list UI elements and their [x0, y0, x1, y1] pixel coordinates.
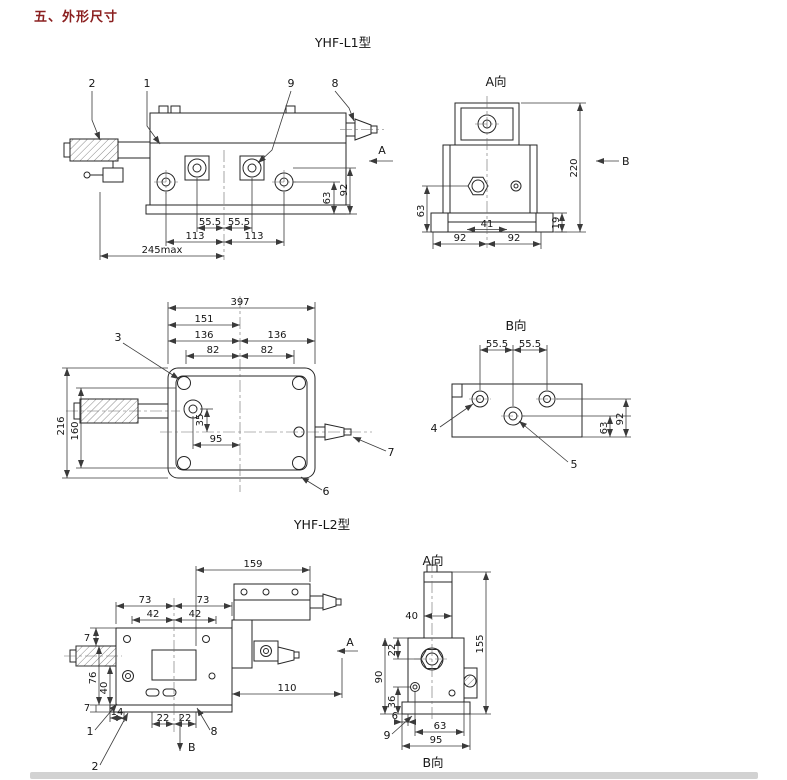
l2-section-title: YHF-L2型: [293, 517, 350, 532]
l2-view-b-title: B向: [422, 755, 443, 770]
l1-view-a: A向 220 B 63: [416, 74, 630, 249]
dim-55-5-d: 55.5: [519, 339, 541, 350]
dim-55-5-b: 55.5: [228, 217, 250, 228]
part-label-2-l2: 2: [92, 760, 99, 773]
dim-55-5-c: 55.5: [486, 339, 508, 350]
l2-view-a: A向 40 22 90 36: [374, 553, 491, 770]
part-label-8-l2: 8: [211, 725, 218, 738]
l2-view-a-title: A向: [422, 553, 443, 568]
part-label-4: 4: [431, 422, 438, 435]
part-label-1-l2: 1: [87, 725, 94, 738]
dim-220: 220: [569, 158, 580, 177]
part-label-3: 3: [115, 331, 122, 344]
l1-plan-view: 397 151 136 136 82 82 216 160 35 95: [56, 296, 395, 498]
dim-55-5-a: 55.5: [199, 217, 221, 228]
dim-92-c: 92: [615, 413, 626, 426]
part-label-9: 9: [288, 77, 295, 90]
dim-159: 159: [243, 559, 262, 570]
dim-63-view: 63: [434, 721, 447, 732]
dim-7-a: 7: [84, 633, 90, 644]
table-edge: [30, 772, 758, 779]
l1-front-view: 2 1 9 8 A 63 92 55.5: [63, 77, 393, 260]
dim-35: 35: [195, 414, 206, 427]
dim-216: 216: [56, 416, 67, 435]
dim-82-b: 82: [261, 345, 274, 356]
l1-view-a-title: A向: [485, 74, 506, 89]
dim-95-view: 95: [430, 735, 443, 746]
dim-113-b: 113: [244, 231, 263, 242]
dim-22-view: 22: [387, 644, 398, 657]
dim-6: 6: [392, 711, 398, 722]
part-label-5: 5: [571, 458, 578, 471]
dim-92-a: 92: [454, 233, 467, 244]
page-title: 五、外形尺寸: [34, 10, 119, 25]
dim-397: 397: [230, 297, 249, 308]
part-label-9-l2: 9: [384, 729, 391, 742]
dim-92: 92: [339, 184, 350, 197]
dim-73-b: 73: [197, 595, 210, 606]
dim-19: 19: [551, 217, 562, 230]
l1-view-b: B向 55.5 55.5 63 92 4 5: [431, 318, 631, 471]
dim-40-view: 40: [405, 611, 418, 622]
dim-40-l2: 40: [99, 682, 110, 695]
dim-136-b: 136: [267, 330, 286, 341]
l2-front-view: 159 73 73 42 42 7 76 40 7: [64, 559, 358, 773]
dim-95: 95: [210, 434, 223, 445]
dim-155: 155: [475, 634, 486, 653]
dim-22-b: 22: [179, 713, 192, 724]
dim-90: 90: [374, 671, 385, 684]
part-label-1: 1: [144, 77, 151, 90]
dim-136-a: 136: [194, 330, 213, 341]
dim-110: 110: [277, 683, 296, 694]
dim-42-a: 42: [147, 609, 160, 620]
dim-92-b: 92: [508, 233, 521, 244]
part-label-2: 2: [89, 77, 96, 90]
l1-view-b-title: B向: [505, 318, 526, 333]
dim-14: 14: [111, 707, 124, 718]
view-arrow-b: B: [622, 155, 630, 168]
view-arrow-b-l2: B: [188, 741, 196, 754]
dim-76: 76: [88, 672, 99, 685]
dim-113-a: 113: [185, 231, 204, 242]
dim-151: 151: [194, 314, 213, 325]
view-arrow-a: A: [378, 144, 386, 157]
part-label-7: 7: [388, 446, 395, 459]
dim-41: 41: [481, 219, 494, 230]
dim-63-side: 63: [416, 205, 427, 218]
part-label-8: 8: [332, 77, 339, 90]
dim-160: 160: [70, 421, 81, 440]
dim-82-a: 82: [207, 345, 220, 356]
view-arrow-a-l2: A: [346, 636, 354, 649]
dim-36: 36: [387, 696, 398, 709]
dim-245max: 245max: [142, 245, 183, 256]
dim-63: 63: [322, 192, 333, 205]
dim-73-a: 73: [139, 595, 152, 606]
dim-42-b: 42: [189, 609, 202, 620]
l1-section-title: YHF-L1型: [314, 35, 371, 50]
dim-22-a: 22: [157, 713, 170, 724]
part-label-6: 6: [323, 485, 330, 498]
dim-63-b: 63: [599, 422, 610, 435]
dim-7-b: 7: [84, 703, 90, 714]
